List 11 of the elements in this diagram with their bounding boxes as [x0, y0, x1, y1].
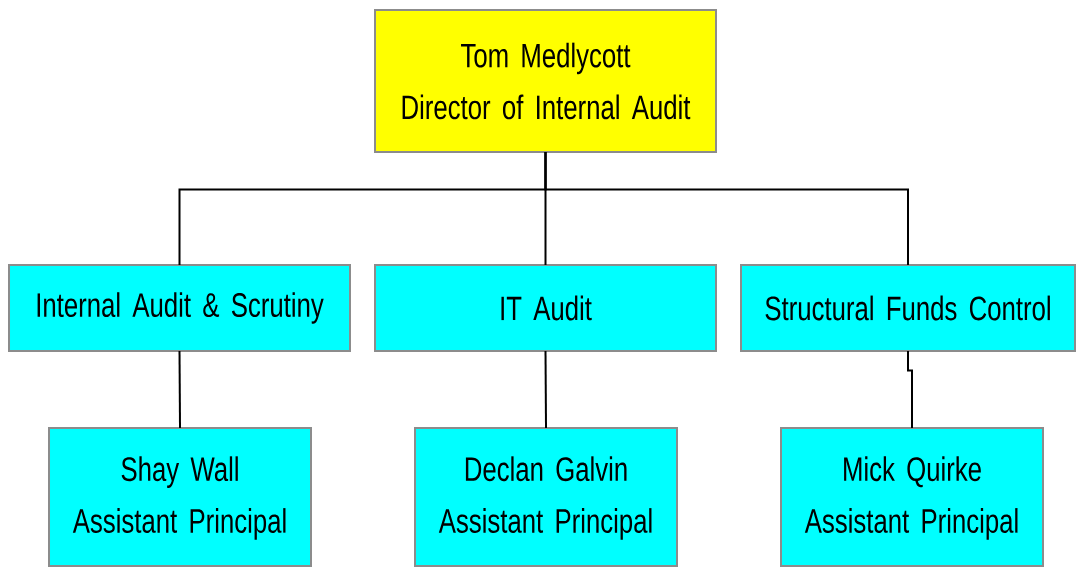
org-box: Shay Wall Assistant Principal — [48, 427, 312, 567]
org-box: Tom Medlycott Director of Internal Audit — [374, 9, 717, 153]
connector-line — [178, 350, 181, 429]
org-box: Internal Audit & Scrutiny — [8, 264, 351, 352]
org-box: IT Audit — [374, 264, 717, 352]
connector-line — [544, 151, 909, 266]
org-box: Declan Galvin Assistant Principal — [414, 427, 678, 567]
connector-line — [907, 350, 913, 429]
org-box: Mick Quirke Assistant Principal — [780, 427, 1044, 567]
org-box: Structural Funds Control — [740, 264, 1076, 352]
connector-line — [544, 350, 547, 429]
